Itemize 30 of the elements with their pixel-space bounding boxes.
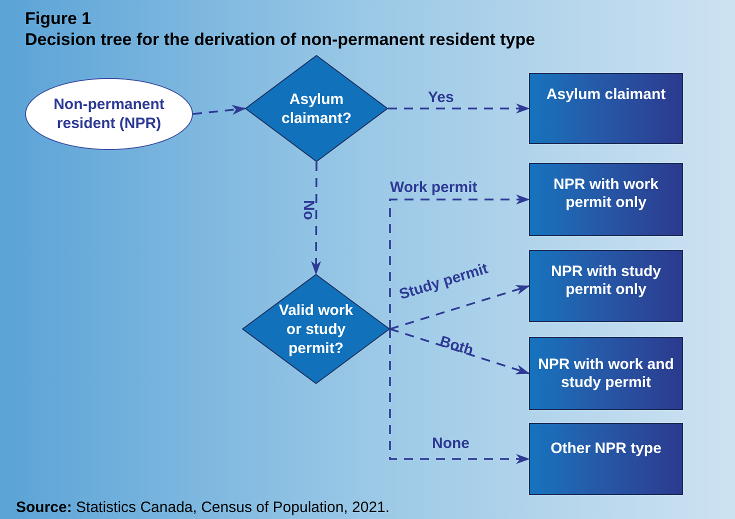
decision-diamond — [245, 55, 388, 162]
outcome-box — [529, 250, 683, 322]
figure-number: Figure 1 — [25, 9, 92, 29]
arrow — [192, 104, 246, 115]
node-text: Asylum claimant? — [280, 90, 353, 128]
outcome-box — [529, 163, 683, 236]
arrow — [390, 328, 530, 374]
arrow — [389, 329, 530, 464]
decision-diamond — [242, 274, 390, 384]
outcome-box — [529, 73, 683, 144]
source-note: Source: Statistics Canada, Census of Population, 2021. — [16, 498, 390, 518]
node-text: NPR with work permit only — [552, 176, 660, 212]
outcome-box — [529, 337, 683, 410]
node-text: Non-permanent resident (NPR) — [52, 95, 166, 133]
node-text: Other NPR type — [550, 440, 662, 458]
edge-label: No — [299, 200, 318, 220]
node-text: Asylum claimant — [545, 86, 667, 104]
edge-label: Work permit — [390, 178, 478, 198]
arrow — [311, 162, 322, 275]
edge-label: Study permit — [397, 259, 491, 306]
arrow — [388, 104, 530, 114]
edge-label: Yes — [428, 88, 454, 108]
edge-label: None — [432, 434, 470, 454]
node-text: NPR with study permit only — [550, 263, 662, 299]
arrow — [389, 194, 530, 329]
figure-title: Decision tree for the derivation of non-permanent resident type — [25, 30, 536, 50]
arrow — [390, 285, 530, 330]
node-text: NPR with work and study permit — [537, 356, 675, 392]
outcome-box — [529, 423, 683, 495]
node-text: Valid work or study permit? — [278, 300, 354, 358]
